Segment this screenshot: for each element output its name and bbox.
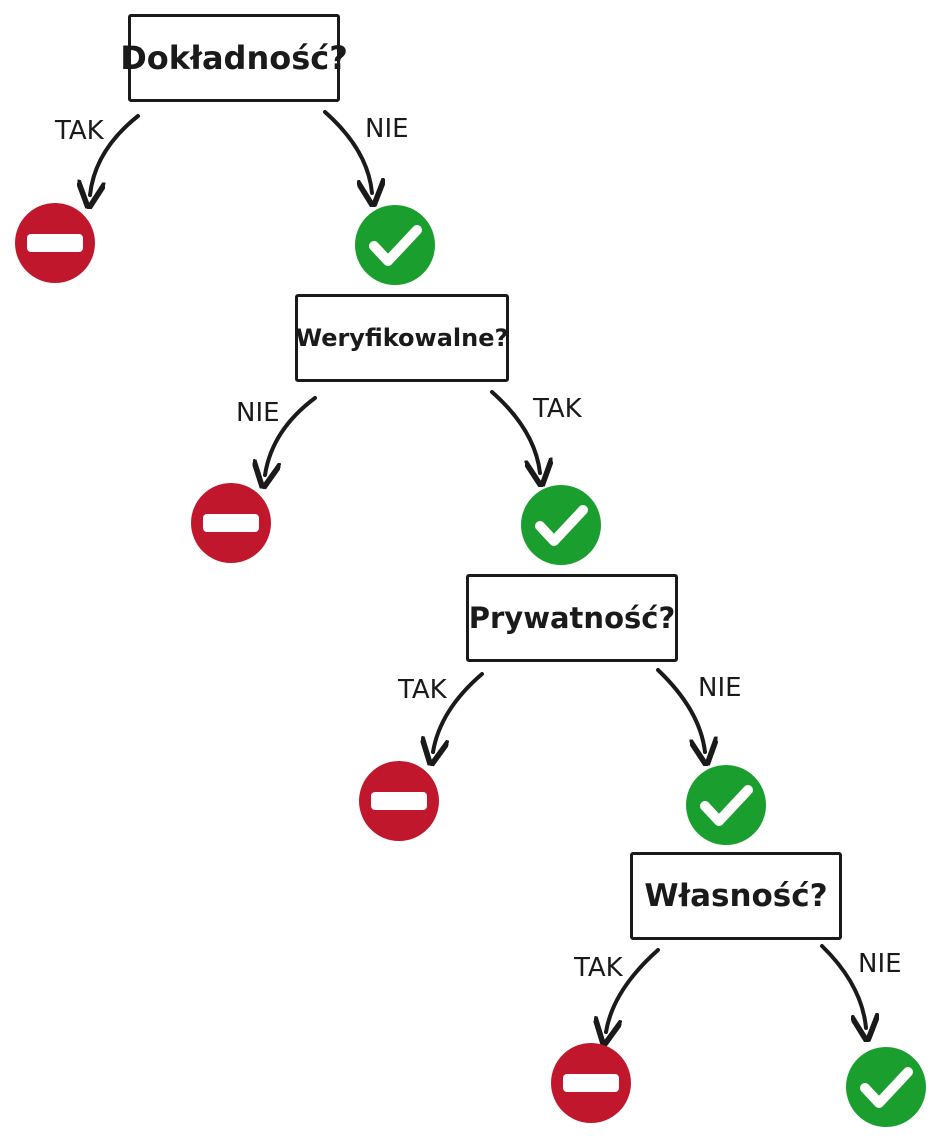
branch-label-1-left: TAK: [55, 116, 104, 146]
arrow-2-left: [265, 396, 317, 475]
check-icon: [686, 765, 766, 845]
stop-icon: [191, 483, 271, 563]
arrow-4-right: [820, 944, 866, 1028]
branch-label-3-right: NIE: [698, 673, 742, 703]
check-icon: [846, 1047, 926, 1127]
question-box-2: Weryfikowalne?: [295, 294, 509, 382]
question-text-3: Prywatność?: [468, 601, 676, 635]
arrow-4-left: [606, 948, 660, 1032]
question-box-4: Własność?: [630, 852, 842, 940]
branch-label-2-left: NIE: [236, 398, 280, 428]
arrow-3-right: [656, 668, 705, 752]
branch-label-4-right: NIE: [858, 949, 902, 979]
check-icon: [521, 485, 601, 565]
question-box-1: Dokładność?: [120, 14, 348, 102]
question-text-2: Weryfikowalne?: [295, 324, 509, 352]
arrow-1-right: [323, 110, 372, 193]
question-box-3: Prywatność?: [466, 574, 678, 662]
stop-icon: [551, 1043, 631, 1123]
stop-icon: [15, 203, 95, 283]
arrow-3-left: [433, 672, 484, 752]
branch-label-3-left: TAK: [398, 675, 447, 705]
check-icon: [355, 205, 435, 285]
arrow-1-left: [90, 114, 140, 195]
stop-icon: [359, 761, 439, 841]
branch-label-1-right: NIE: [365, 114, 409, 144]
question-text-1: Dokładność?: [120, 39, 348, 77]
branch-label-2-right: TAK: [533, 394, 582, 424]
arrow-2-right: [490, 390, 540, 473]
branch-label-4-left: TAK: [574, 953, 623, 983]
question-text-4: Własność?: [644, 878, 828, 914]
